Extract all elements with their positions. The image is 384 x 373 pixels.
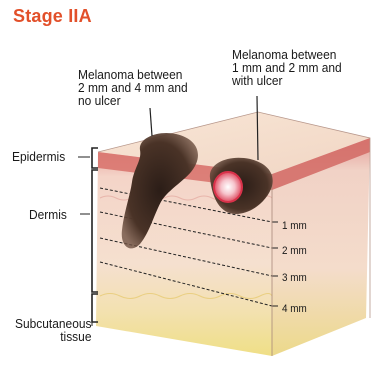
leader-melanoma-thick xyxy=(150,108,152,136)
label-dermis: Dermis xyxy=(29,208,67,221)
depth-label-2mm: 2 mm xyxy=(282,245,307,257)
depth-label-1mm: 1 mm xyxy=(282,220,307,232)
depth-label-3mm: 3 mm xyxy=(282,272,307,284)
label-melanoma-thick: Melanoma between 2 mm and 4 mm and no ul… xyxy=(78,68,188,107)
label-epidermis: Epidermis xyxy=(12,150,65,163)
label-subcutaneous: Subcutaneous tissue xyxy=(15,317,91,343)
epidermis-bracket xyxy=(92,148,98,168)
ulcer xyxy=(214,172,242,202)
depth-label-4mm: 4 mm xyxy=(282,303,307,315)
label-melanoma-ulcer: Melanoma between 1 mm and 2 mm and with … xyxy=(232,48,342,87)
